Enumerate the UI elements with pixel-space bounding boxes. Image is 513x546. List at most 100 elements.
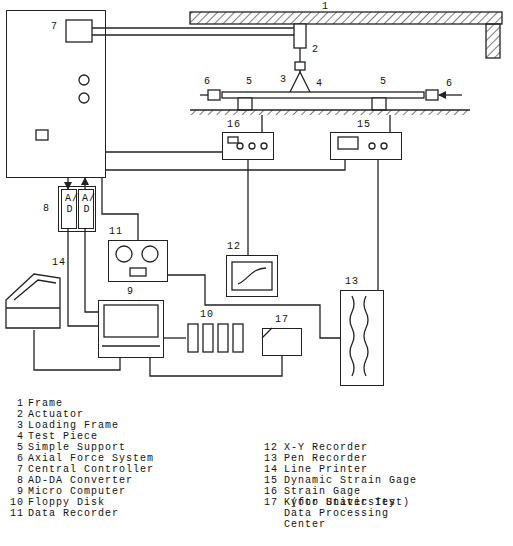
callout-number: 11 bbox=[109, 226, 123, 237]
legend-text: Line Printer bbox=[284, 464, 368, 475]
legend-text: X-Y Recorder bbox=[284, 442, 368, 453]
dial bbox=[381, 143, 387, 149]
floppy-disk bbox=[233, 324, 243, 352]
legend-text: Actuator bbox=[28, 409, 84, 420]
axial-arrow bbox=[439, 94, 462, 95]
legend-number: 8 bbox=[4, 475, 24, 486]
central-controller: 7 bbox=[6, 10, 106, 178]
controller-knob bbox=[79, 93, 89, 103]
callout-number: 7 bbox=[51, 21, 58, 32]
control-wire bbox=[92, 34, 294, 35]
micro-computer: 9 bbox=[98, 300, 164, 358]
signal-wire bbox=[102, 178, 138, 240]
legend-number: 7 bbox=[4, 464, 24, 475]
tape-reel bbox=[116, 246, 132, 262]
loading-frame bbox=[299, 70, 300, 72]
chart-trace bbox=[350, 296, 354, 376]
tape-reel bbox=[142, 246, 158, 262]
static-strain-gage: 16 bbox=[222, 132, 274, 160]
signal-wire bbox=[150, 356, 282, 376]
signal-wire bbox=[106, 160, 345, 170]
axial-force-block bbox=[426, 90, 438, 100]
floppy-disk bbox=[203, 324, 213, 352]
legend-text: AD-DA Converter bbox=[28, 475, 133, 486]
frame-beam bbox=[190, 12, 502, 24]
converter-channel: A/D bbox=[61, 189, 77, 229]
legend-text: Pen Recorder bbox=[284, 453, 368, 464]
terminal-edge bbox=[262, 328, 272, 338]
legend-number: 15 bbox=[258, 475, 278, 486]
callout-number: 6 bbox=[204, 76, 211, 87]
legend-number: 9 bbox=[4, 486, 24, 497]
signal-wire bbox=[67, 178, 68, 189]
callout-number: 13 bbox=[345, 276, 359, 287]
callout-number: 4 bbox=[316, 78, 323, 89]
callout-number: 14 bbox=[52, 257, 66, 268]
keyboard bbox=[102, 345, 160, 346]
dial bbox=[249, 143, 255, 149]
signal-wire bbox=[168, 275, 340, 338]
control-wire bbox=[92, 27, 294, 28]
line-printer: 14 bbox=[4, 272, 62, 330]
callout-number: 16 bbox=[227, 119, 241, 130]
converter-label: A/D bbox=[65, 193, 75, 215]
test-piece bbox=[222, 92, 424, 98]
legend-number: 2 bbox=[4, 409, 24, 420]
axial-rod bbox=[200, 94, 208, 95]
floppy-disk bbox=[188, 324, 198, 352]
data-center-terminal: 17 bbox=[262, 328, 302, 356]
callout-number: 5 bbox=[380, 76, 387, 87]
legend-text: Loading Frame bbox=[28, 420, 119, 431]
actuator-cylinder bbox=[294, 24, 306, 48]
signal-wire bbox=[85, 229, 98, 312]
legend-text: Micro Computer bbox=[28, 486, 126, 497]
meter bbox=[338, 137, 358, 149]
signal-wire bbox=[84, 178, 85, 189]
callout-number: 8 bbox=[43, 203, 50, 214]
plot-bed bbox=[232, 262, 272, 290]
controller-panel bbox=[66, 20, 92, 42]
screen bbox=[104, 305, 158, 337]
axial-force-block bbox=[208, 90, 220, 100]
display bbox=[228, 137, 238, 143]
legend-number: 13 bbox=[258, 453, 278, 464]
floppy-disk-group: 10 bbox=[186, 324, 246, 352]
converter-channel: A/D bbox=[78, 189, 94, 229]
callout-number: 15 bbox=[357, 119, 371, 130]
signal-wire bbox=[164, 337, 186, 338]
gauge-wire bbox=[389, 115, 390, 132]
pen-recorder: 13 bbox=[340, 290, 384, 386]
legend-text: Dynamic Strain Gage bbox=[284, 475, 417, 486]
signal-wire bbox=[106, 151, 222, 152]
printer-paper bbox=[14, 280, 56, 300]
legend-number: 11 bbox=[4, 508, 24, 519]
loading-frame bbox=[290, 72, 310, 92]
legend-text: Central Controller bbox=[28, 464, 154, 475]
legend-text: Strain Gage bbox=[284, 486, 361, 497]
callout-number: 6 bbox=[446, 78, 453, 89]
callout-number: 3 bbox=[280, 74, 287, 85]
legend-text: Axial Force System bbox=[28, 453, 154, 464]
callout-number: 1 bbox=[322, 1, 329, 12]
legend-text: Data Recorder bbox=[28, 508, 119, 519]
dynamic-strain-gage: 15 bbox=[330, 132, 402, 160]
legend-text: Simple Support bbox=[28, 442, 126, 453]
meter bbox=[130, 268, 146, 276]
actuator-rod bbox=[299, 48, 300, 62]
printer-body bbox=[6, 307, 60, 308]
ground-hatch bbox=[190, 110, 470, 115]
signal-wire bbox=[34, 330, 120, 370]
xy-recorder: 12 bbox=[226, 255, 278, 297]
legend-number: 16 bbox=[258, 486, 278, 497]
legend-number: 14 bbox=[258, 464, 278, 475]
gauge-wire bbox=[261, 115, 262, 132]
signal-wire bbox=[247, 160, 248, 255]
legend-text: Kyoto University Data Processing Center bbox=[284, 497, 404, 530]
callout-number: 5 bbox=[246, 76, 253, 87]
controller-knob bbox=[79, 75, 89, 85]
callout-number: 12 bbox=[227, 241, 241, 252]
legend-number: 3 bbox=[4, 420, 24, 431]
signal-wire bbox=[377, 160, 378, 290]
simple-support bbox=[238, 98, 252, 110]
legend-number: 1 bbox=[4, 398, 24, 409]
